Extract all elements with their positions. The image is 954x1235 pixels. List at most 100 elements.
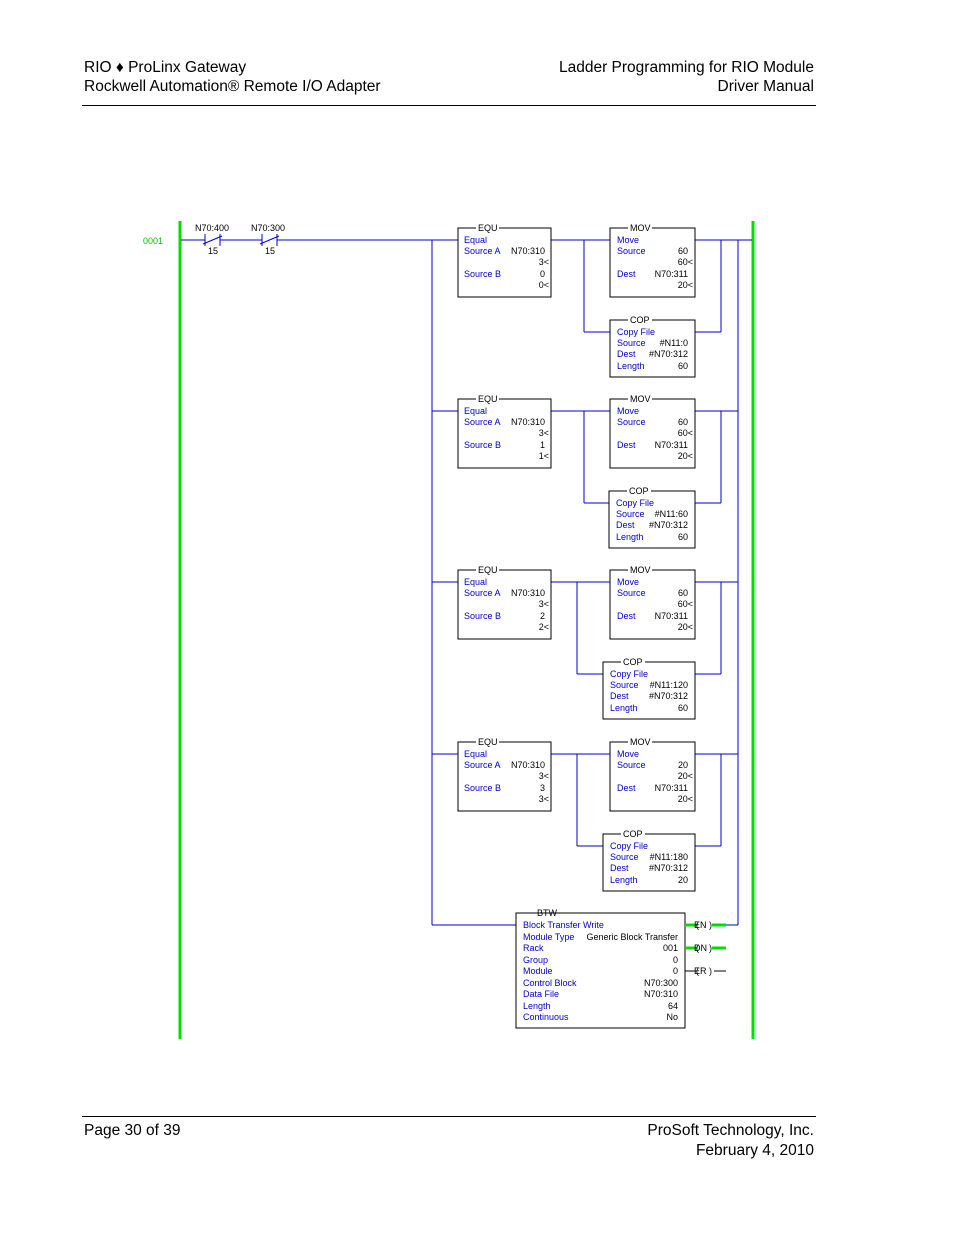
mov-dest: N70:311: [655, 783, 688, 793]
mov-title: MOV: [630, 394, 651, 404]
header-right: Ladder Programming for RIO Module Driver…: [559, 58, 814, 96]
rung-number: 0001: [143, 236, 163, 246]
mov-dest-value: 20<: [678, 794, 693, 804]
page-number: Page 30 of 39: [84, 1122, 181, 1139]
equ-title: EQU: [478, 565, 498, 575]
equ-box: [457, 741, 552, 812]
btw-continuous-label: Continuous: [523, 1012, 569, 1022]
coil-bracket-left: (: [696, 943, 699, 953]
equ-source-b: 2: [540, 611, 545, 621]
equ-title: EQU: [478, 394, 498, 404]
mov-source: 60: [678, 246, 688, 256]
equ-title: EQU: [478, 223, 498, 233]
cop-length-label: Length: [616, 532, 644, 542]
contact-1-bit: 15: [208, 246, 218, 256]
equ-source-b-value: 1<: [539, 451, 549, 461]
btw-length: 64: [668, 1001, 678, 1011]
equ-name: Equal: [464, 749, 487, 759]
mov-dest-value: 20<: [678, 622, 693, 632]
mov-source-label: Source: [617, 246, 646, 256]
cop-length: 60: [678, 532, 688, 542]
equ-source-a-label: Source A: [464, 246, 501, 256]
cop-box: [602, 833, 696, 892]
equ-name: Equal: [464, 235, 487, 245]
equ-source-b-value: 0<: [539, 280, 549, 290]
equ-source-a-value: 3<: [539, 771, 549, 781]
equ-source-a: N70:310: [511, 246, 545, 256]
cop-name: Copy File: [610, 841, 648, 851]
btw-group: 0: [673, 955, 678, 965]
cop-source: #N11:180: [650, 852, 688, 862]
cop-dest: #N70:312: [649, 691, 688, 701]
mov-source-label: Source: [617, 760, 646, 770]
mov-dest-label: Dest: [617, 440, 636, 450]
company-name: ProSoft Technology, Inc.: [647, 1122, 814, 1139]
cop-source-label: Source: [617, 338, 646, 348]
mov-title: MOV: [630, 565, 651, 575]
btw-title: BTW: [537, 908, 558, 918]
mov-source-value: 60<: [678, 428, 693, 438]
cop-dest-label: Dest: [610, 691, 629, 701]
cop-length-label: Length: [610, 703, 638, 713]
publish-date: February 4, 2010: [695, 1142, 814, 1159]
equ-source-a-value: 3<: [539, 599, 549, 609]
mov-box: [609, 227, 696, 298]
btw-control: N70:300: [644, 978, 678, 988]
mov-source: 60: [678, 588, 688, 598]
equ-name: Equal: [464, 406, 487, 416]
coil-bracket-right: ): [709, 943, 712, 953]
equ-source-b: 3: [540, 783, 545, 793]
mov-name: Move: [617, 406, 639, 416]
contact-2-bit: 15: [265, 246, 275, 256]
mov-dest: N70:311: [655, 269, 688, 279]
output-en: EN: [694, 920, 707, 930]
mov-name: Move: [617, 235, 639, 245]
mov-box: [609, 569, 696, 640]
cop-source-label: Source: [616, 509, 645, 519]
equ-name: Equal: [464, 577, 487, 587]
mov-box: [609, 398, 696, 469]
btw-outputs: EN DN ER: [685, 920, 726, 976]
equ-source-a-label: Source A: [464, 588, 501, 598]
footer-right: ProSoft Technology, Inc. February 4, 201…: [647, 1121, 814, 1161]
coil-bracket-left: (: [696, 920, 699, 930]
mov-source: 20: [678, 760, 688, 770]
equ-box: [457, 569, 552, 640]
btw-block: BTW Block Transfer Write Module Type Gen…: [515, 908, 686, 1029]
equ-source-a: N70:310: [511, 760, 545, 770]
mov-dest-value: 20<: [678, 280, 693, 290]
cop-dest: #N70:312: [649, 863, 688, 873]
mov-dest-label: Dest: [617, 611, 636, 621]
btw-data-label: Data File: [523, 989, 559, 999]
output-er: ER: [694, 966, 707, 976]
cop-length: 20: [678, 875, 688, 885]
cop-source-label: Source: [610, 680, 639, 690]
btw-rack-label: Rack: [523, 943, 544, 953]
mov-source-value: 60<: [678, 599, 693, 609]
cop-length-label: Length: [610, 875, 638, 885]
cop-name: Copy File: [617, 327, 655, 337]
equ-source-b-value: 2<: [539, 622, 549, 632]
btw-module-label: Module: [523, 966, 553, 976]
mov-dest-label: Dest: [617, 783, 636, 793]
product-subtitle: Rockwell Automation® Remote I/O Adapter: [84, 78, 381, 95]
btw-continuous: No: [666, 1012, 678, 1022]
cop-title: COP: [623, 657, 643, 667]
cop-title: COP: [623, 829, 643, 839]
equ-box: [457, 398, 552, 469]
mov-dest: N70:311: [655, 440, 688, 450]
cop-length: 60: [678, 361, 688, 371]
equ-source-a-value: 3<: [539, 257, 549, 267]
mov-dest-value: 20<: [678, 451, 693, 461]
cop-name: Copy File: [616, 498, 654, 508]
output-dn: DN: [694, 943, 707, 953]
